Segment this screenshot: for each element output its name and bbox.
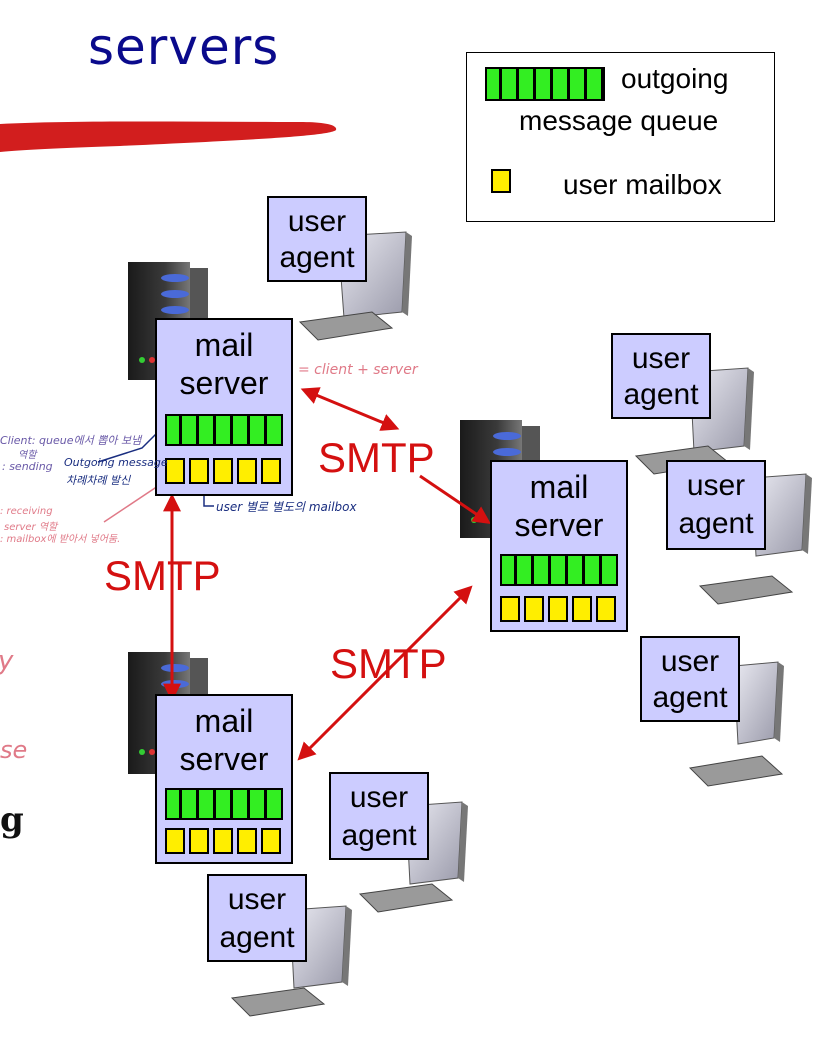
user-agent-3-line1: user <box>686 469 746 502</box>
smtp-arrow-1 <box>300 387 400 431</box>
annotation-client-server: = client + server <box>298 362 418 378</box>
left-fragment-1: y <box>0 646 13 676</box>
user-agent-1: user agent <box>267 196 367 282</box>
mail-server-2-queue <box>500 554 618 586</box>
annotation-sequential-send: 차례차례 발신 <box>66 474 131 487</box>
legend-queue-label-line1: outgoing <box>621 63 729 94</box>
mail-server-3-label-line2: server <box>179 741 269 777</box>
user-agent-5-line2: agent <box>341 819 417 852</box>
page-title: servers <box>88 18 280 76</box>
mail-server-2-label-line2: server <box>514 507 604 543</box>
mail-server-1: mail server <box>155 318 293 496</box>
annotation-receiving: : receiving <box>0 506 53 517</box>
annotation-client-role: Client: queue에서 뽑아 보냄 <box>0 434 142 447</box>
smtp-label-3: SMTP <box>330 640 447 687</box>
mail-server-1-label-line2: server <box>179 365 269 401</box>
legend: outgoing message queue user mailbox <box>466 52 775 222</box>
smtp-arrow-4 <box>297 585 473 761</box>
left-fragment-3: g <box>0 800 24 840</box>
computer-4 <box>688 661 784 787</box>
title-underline <box>0 121 337 152</box>
user-agent-5-line1: user <box>349 781 409 814</box>
mail-server-1-queue <box>165 414 283 446</box>
user-agent-2-line2: agent <box>623 378 699 411</box>
mail-server-2-mailbox-4 <box>572 596 592 622</box>
mail-server-2-mailbox-1 <box>500 596 520 622</box>
mail-server-3-label-line1: mail <box>194 703 254 739</box>
legend-queue-label-line2: message queue <box>519 105 719 136</box>
mail-server-1-mailbox-1 <box>165 458 185 484</box>
mail-server-3-mailbox-1 <box>165 828 185 854</box>
user-agent-2: user agent <box>611 333 711 419</box>
annotation-mailbox-store: : mailbox에 받아서 넣어둠. <box>0 534 121 545</box>
annotation-sending: : sending <box>2 460 53 473</box>
mail-server-3-mailbox-4 <box>237 828 257 854</box>
user-agent-6-line1: user <box>227 883 287 916</box>
user-agent-4-line1: user <box>660 645 720 678</box>
annotation-line-blue-1 <box>97 429 161 463</box>
annotation-server-role: server 역할 <box>4 522 58 533</box>
mail-server-3-mailbox-3 <box>213 828 233 854</box>
legend-queue-icon <box>485 67 605 101</box>
annotation-outgoing-message: Outgoing message <box>64 456 168 469</box>
user-agent-6: user agent <box>207 874 307 962</box>
annotation-client-role-2: 역할 <box>18 450 37 461</box>
user-agent-6-line2: agent <box>219 921 295 954</box>
user-agent-1-line2: agent <box>279 241 355 274</box>
left-fragment-2: se <box>0 736 28 764</box>
legend-mailbox-icon <box>491 169 511 193</box>
mail-server-1-mailbox-2 <box>189 458 209 484</box>
user-agent-3: user agent <box>666 460 766 550</box>
user-agent-1-line1: user <box>287 205 347 238</box>
mail-server-1-mailbox-3 <box>213 458 233 484</box>
legend-mailbox-label: user mailbox <box>563 169 722 200</box>
annotation-per-user-mailbox: user 별로 별도의 mailbox <box>216 500 357 514</box>
user-agent-5: user agent <box>329 772 429 860</box>
smtp-arrow-2 <box>419 474 491 525</box>
user-agent-2-line1: user <box>631 342 691 375</box>
mail-server-2-label-line1: mail <box>529 469 589 505</box>
computer-5 <box>358 801 468 913</box>
user-agent-4: user agent <box>640 636 740 722</box>
mail-server-1-label-line1: mail <box>194 327 254 363</box>
mail-server-2: mail server <box>490 460 628 632</box>
mail-server-2-mailbox-2 <box>524 596 544 622</box>
mail-server-1-mailbox-4 <box>237 458 257 484</box>
mail-server-1-mailbox-5 <box>261 458 281 484</box>
mail-server-3-mailbox-2 <box>189 828 209 854</box>
user-agent-3-line2: agent <box>678 507 754 540</box>
smtp-label-2: SMTP <box>104 552 221 599</box>
mail-server-2-mailbox-3 <box>548 596 568 622</box>
smtp-label-1: SMTP <box>318 434 435 481</box>
mail-server-3: mail server <box>155 694 293 864</box>
mail-server-3-queue <box>165 788 283 820</box>
mail-server-3-mailbox-5 <box>261 828 281 854</box>
user-agent-4-line2: agent <box>652 681 728 714</box>
mail-server-2-mailbox-5 <box>596 596 616 622</box>
